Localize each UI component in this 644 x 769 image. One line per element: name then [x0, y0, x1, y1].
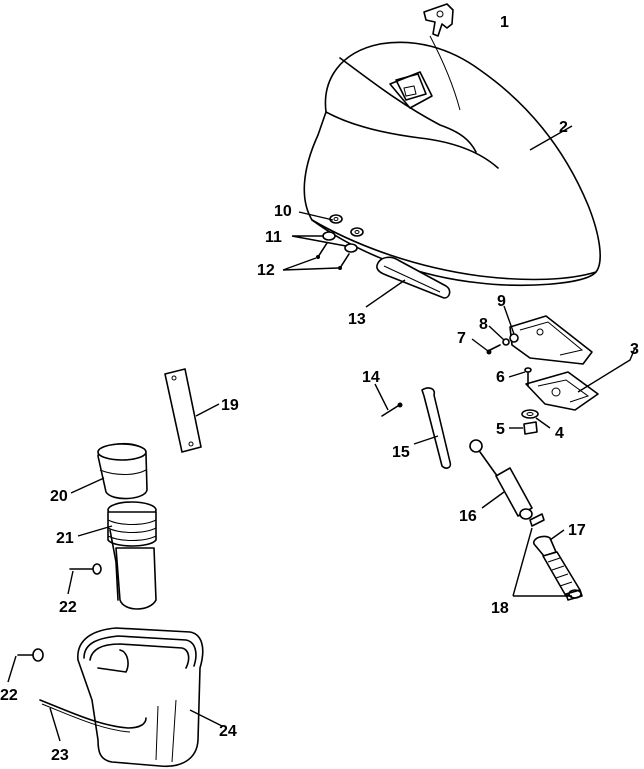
part-24-box — [77, 627, 204, 768]
part-22-screw-lower — [17, 648, 44, 662]
callout-24: 24 — [219, 723, 237, 740]
part-12-screws — [316, 242, 350, 270]
part-15-rod — [421, 387, 452, 469]
callout-20: 20 — [50, 488, 68, 505]
callout-23: 23 — [51, 747, 69, 764]
part-17-spring — [533, 535, 582, 599]
callout-18: 18 — [491, 600, 509, 617]
part-22-screw-upper — [69, 563, 102, 575]
part-16-strut — [469, 439, 533, 520]
callout-19: 19 — [221, 397, 239, 414]
part-9-nut — [509, 333, 519, 343]
callout-14: 14 — [362, 369, 380, 386]
callout-16: 16 — [459, 508, 477, 525]
leader-lines — [7, 125, 636, 742]
part-6-bolt — [524, 367, 532, 387]
callout-22-lower: 22 — [0, 687, 18, 704]
part-3-bracket — [509, 315, 599, 411]
part-11-nuts — [322, 231, 358, 253]
part-4-washer — [521, 409, 539, 419]
callout-10: 10 — [274, 203, 292, 220]
callout-labels: 1 2 3 4 5 6 7 8 9 10 11 12 13 14 15 16 1… — [0, 14, 639, 764]
part-8-washer — [502, 338, 510, 346]
callout-4: 4 — [555, 425, 564, 442]
part-1-latch — [423, 3, 454, 37]
callout-12: 12 — [257, 262, 275, 279]
part-19-strip — [164, 368, 202, 453]
part-14-pin — [381, 402, 403, 417]
callout-8: 8 — [479, 316, 488, 333]
callout-6: 6 — [496, 369, 505, 386]
callout-9: 9 — [497, 293, 506, 310]
part-13-handle — [376, 256, 451, 299]
part-5-bushing — [523, 421, 538, 435]
callout-22-upper: 22 — [59, 599, 77, 616]
part-7-screw — [486, 344, 501, 355]
callout-7: 7 — [457, 330, 466, 347]
part-18-clips — [529, 513, 583, 601]
callout-15: 15 — [392, 444, 410, 461]
callout-21: 21 — [56, 530, 74, 547]
part-23-seal — [39, 699, 147, 733]
callout-5: 5 — [496, 421, 505, 438]
part-21-tube — [107, 501, 157, 610]
callout-3: 3 — [630, 341, 639, 358]
callout-11: 11 — [265, 229, 282, 246]
callout-1: 1 — [500, 14, 509, 31]
callout-17: 17 — [568, 522, 586, 539]
callout-2: 2 — [559, 119, 568, 136]
part-20-cap — [97, 443, 148, 500]
callout-13: 13 — [348, 311, 366, 328]
